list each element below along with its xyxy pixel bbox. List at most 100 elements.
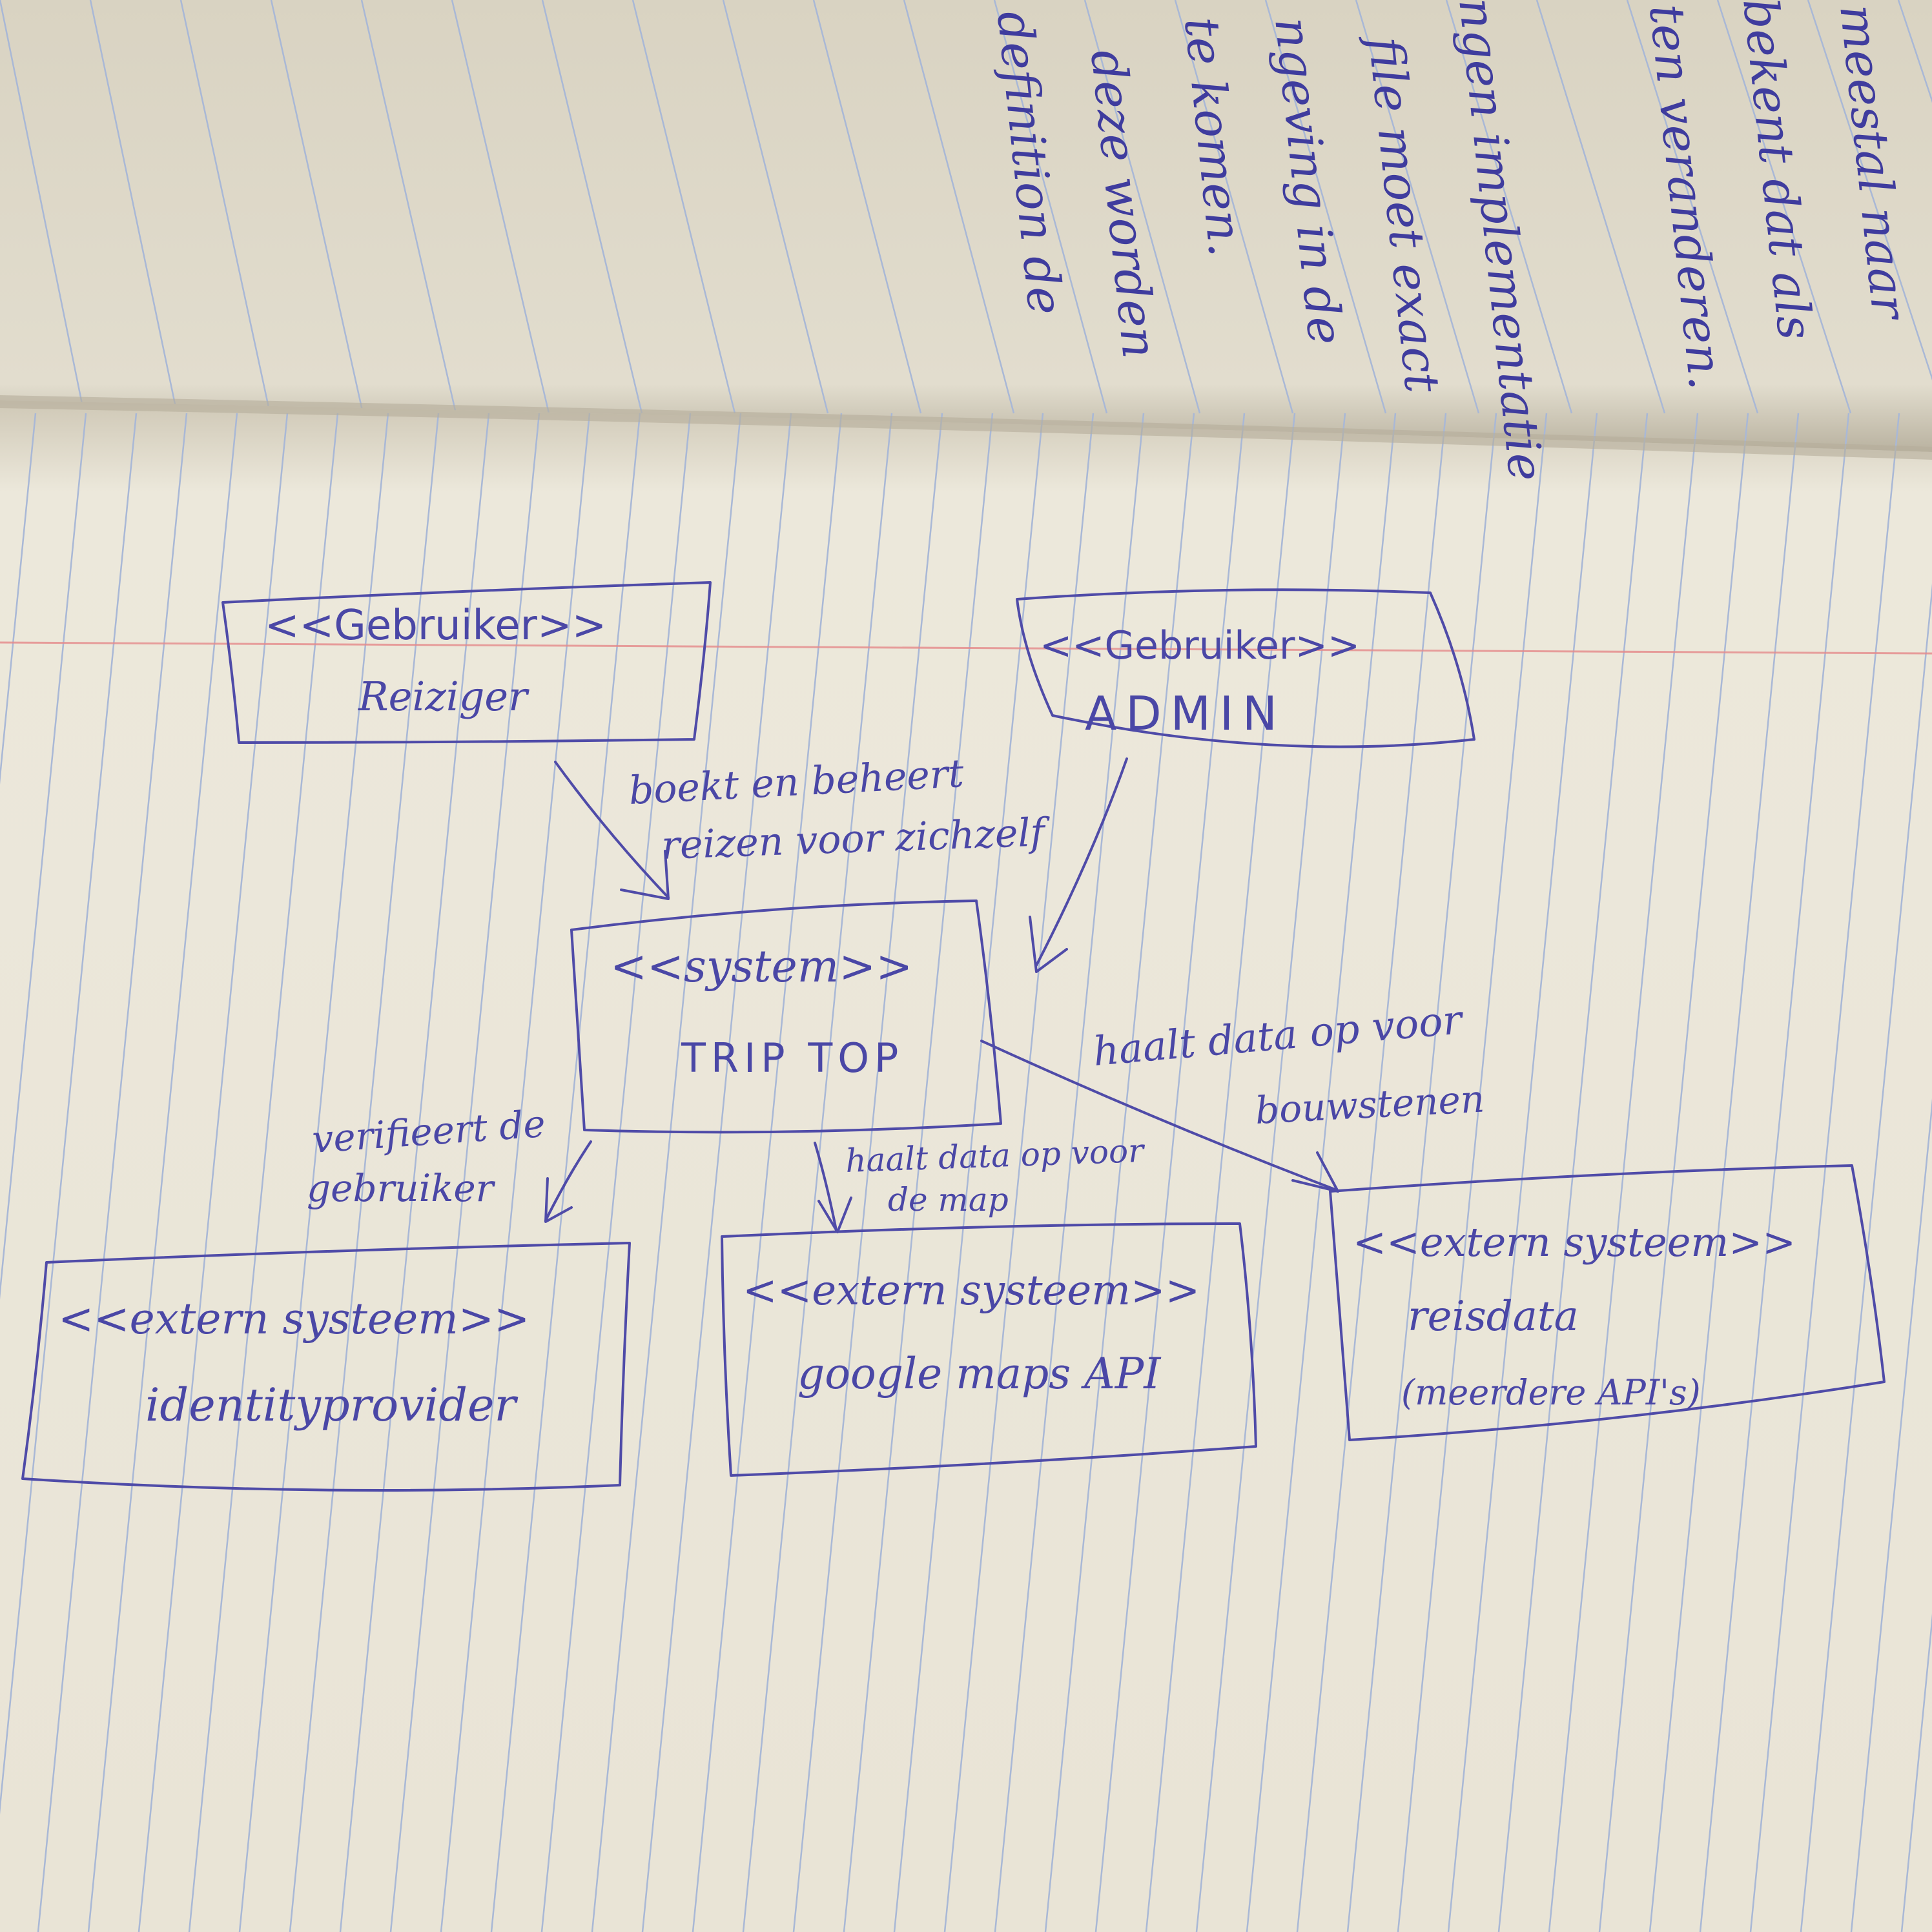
rule-line xyxy=(87,413,238,1932)
node-admin-stereotype: <<Gebruiker>> xyxy=(1040,623,1360,668)
edge-triptop-reisdata-line xyxy=(980,1040,1338,1191)
rule-line xyxy=(1346,413,1497,1932)
node-admin-box xyxy=(1016,588,1475,748)
margin-line xyxy=(0,641,1932,655)
node-maps-name: google maps API xyxy=(797,1349,1162,1399)
edge-triptop-identity-line xyxy=(544,1140,592,1222)
edge-triptop-reisdata-arrowhead xyxy=(1291,1151,1339,1193)
node-identity: <<extern systeem>> identityprovider xyxy=(21,1242,631,1492)
edge-triptop-maps-line xyxy=(814,1142,838,1231)
rule-line xyxy=(1174,0,1294,414)
rule-line xyxy=(270,0,364,414)
rule-line xyxy=(1649,413,1800,1932)
rule-line xyxy=(1094,413,1246,1932)
rule-line xyxy=(1044,413,1195,1932)
node-triptop-stereotype: <<system>> xyxy=(610,941,912,992)
node-reiziger-box xyxy=(221,581,712,744)
rule-line xyxy=(792,413,943,1932)
edge-triptop-maps-label-2: de map xyxy=(888,1181,1009,1218)
node-maps-box xyxy=(721,1222,1257,1477)
node-admin-name: ADMIN xyxy=(1085,686,1286,741)
rule-line xyxy=(0,413,138,1815)
node-reisdata: <<extern systeem>> reisdata (meerdere AP… xyxy=(1329,1164,1886,1441)
edge-triptop-identity-label-2: gebruiker xyxy=(307,1166,496,1210)
rule-line xyxy=(238,413,389,1932)
rule-line xyxy=(893,413,1044,1932)
rule-line xyxy=(188,413,339,1932)
rule-line xyxy=(591,413,742,1932)
edge-reiziger-triptop-arrowhead xyxy=(620,850,670,900)
node-reisdata-note: (meerdere API's) xyxy=(1401,1372,1701,1413)
rule-line xyxy=(1195,413,1346,1932)
edge-admin-triptop-line xyxy=(1035,757,1128,967)
rule-line xyxy=(490,413,641,1932)
rule-line xyxy=(0,413,87,1300)
rule-line xyxy=(1897,0,1932,103)
lower-page-rule-lines xyxy=(0,413,1932,1932)
node-reiziger-stereotype: <<Gebruiker>> xyxy=(265,602,606,650)
rule-line xyxy=(451,0,550,414)
rule-line xyxy=(0,413,37,785)
node-identity-box xyxy=(21,1242,631,1492)
rule-line xyxy=(994,413,1145,1932)
rule-line xyxy=(440,413,591,1932)
rule-line xyxy=(1296,413,1447,1932)
node-maps: <<extern systeem>> google maps API xyxy=(721,1222,1257,1477)
rule-line xyxy=(138,413,289,1932)
rule-line xyxy=(722,0,829,414)
rule-line xyxy=(89,0,178,414)
rule-line xyxy=(632,0,736,414)
rule-line xyxy=(1807,0,1932,381)
rule-line xyxy=(993,0,1108,414)
node-identity-name: identityprovider xyxy=(145,1379,518,1432)
rule-line xyxy=(1497,413,1649,1932)
rule-line xyxy=(1900,1613,1932,1932)
edge-triptop-identity-arrowhead xyxy=(544,1177,573,1223)
rule-line xyxy=(37,413,188,1932)
upper-page-rule-lines xyxy=(0,0,1932,414)
rule-line xyxy=(339,413,490,1932)
edge-admin-triptop-arrowhead xyxy=(1029,916,1068,973)
rule-line xyxy=(742,413,893,1932)
upper-page xyxy=(0,0,1932,452)
edge-admin-triptop xyxy=(1029,757,1128,973)
node-triptop: <<system>> TRIP TOP xyxy=(570,899,1002,1134)
rule-line xyxy=(943,413,1094,1932)
node-triptop-box xyxy=(570,899,1002,1134)
page-fold-shadow xyxy=(0,395,1932,460)
node-reisdata-box xyxy=(1329,1164,1886,1441)
rule-line xyxy=(843,413,994,1932)
rule-line xyxy=(389,413,540,1932)
edge-triptop-maps-arrowhead xyxy=(817,1197,852,1233)
edge-reiziger-triptop-line xyxy=(554,761,670,899)
node-reisdata-stereotype: <<extern systeem>> xyxy=(1353,1218,1796,1266)
rule-line xyxy=(1749,413,1900,1932)
rule-line xyxy=(1084,0,1201,414)
rule-line xyxy=(1355,0,1480,414)
rule-line xyxy=(903,0,1015,414)
rule-line xyxy=(692,413,843,1932)
rule-line xyxy=(1800,583,1932,1932)
rule-line xyxy=(1536,0,1666,414)
node-triptop-name: TRIP TOP xyxy=(681,1034,903,1082)
rule-line xyxy=(180,0,271,414)
node-reiziger-name: Reiziger xyxy=(358,673,529,720)
rule-line xyxy=(1145,413,1296,1932)
node-identity-stereotype: <<extern systeem>> xyxy=(58,1294,529,1344)
node-maps-stereotype: <<extern systeem>> xyxy=(743,1267,1200,1315)
node-reiziger: <<Gebruiker>> Reiziger xyxy=(221,581,712,744)
rule-line xyxy=(1246,413,1397,1932)
rule-line xyxy=(289,413,440,1932)
lower-page xyxy=(0,400,1932,1932)
rule-line xyxy=(541,0,643,414)
rule-line xyxy=(1626,0,1759,414)
rule-line xyxy=(1447,413,1598,1932)
rule-line xyxy=(812,0,922,414)
node-admin: <<Gebruiker>> ADMIN xyxy=(1016,588,1475,748)
rule-line xyxy=(1264,0,1387,414)
rule-line xyxy=(360,0,457,414)
rule-line xyxy=(1699,413,1850,1932)
rule-line xyxy=(641,413,792,1932)
rule-line xyxy=(1716,0,1852,414)
